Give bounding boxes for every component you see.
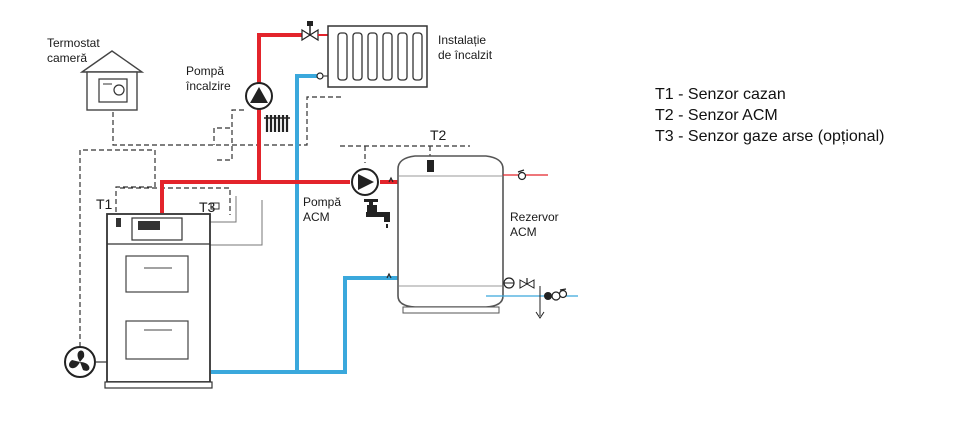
tank-label-line2: ACM xyxy=(510,225,537,239)
sensor-legend: T1 - Senzor cazan T2 - Senzor ACM T3 - S… xyxy=(655,84,884,147)
installation-label-line1: Instalație xyxy=(438,33,486,47)
heating-pump-label-line2: încalzire xyxy=(185,79,231,93)
radiator-icon xyxy=(264,115,290,132)
t3-sensor xyxy=(210,202,220,210)
dhw-pump-label-line2: ACM xyxy=(303,210,330,224)
radiator xyxy=(327,25,428,88)
tank-label-line1: Rezervor xyxy=(510,210,559,224)
heating-pump-label-line1: Pompă xyxy=(186,64,224,78)
t2-sensor xyxy=(427,160,434,172)
t3-label: T3 xyxy=(199,199,216,215)
return-pipes xyxy=(211,74,398,374)
dhw-pump-icon xyxy=(351,168,379,196)
legend-item: T1 - Senzor cazan xyxy=(655,86,786,103)
boiler xyxy=(104,213,213,389)
return-fitting xyxy=(316,72,324,80)
radiator-valve-icon xyxy=(301,21,328,42)
control-wires xyxy=(210,196,263,246)
connector-mark xyxy=(386,272,392,279)
hot-water-outlet xyxy=(503,169,548,181)
room-thermostat xyxy=(79,50,145,111)
t2-label: T2 xyxy=(430,127,447,143)
tap-icon xyxy=(364,199,390,228)
heating-pump-icon xyxy=(245,82,273,110)
dhw-pump-label-line1: Pompă xyxy=(303,195,341,209)
t1-label: T1 xyxy=(96,196,113,212)
fan-icon xyxy=(64,346,107,378)
legend-item: T2 - Senzor ACM xyxy=(655,107,778,124)
legend-item: T3 - Senzor gaze arse (opțional) xyxy=(655,128,885,145)
installation-label-line2: de încalzit xyxy=(438,48,493,62)
thermostat-label-line1: Termostat xyxy=(47,36,100,50)
connector-mark xyxy=(388,176,394,183)
cold-water-inlet xyxy=(486,277,578,319)
dhw-tank xyxy=(397,155,504,314)
thermostat-label-line2: cameră xyxy=(47,51,87,65)
